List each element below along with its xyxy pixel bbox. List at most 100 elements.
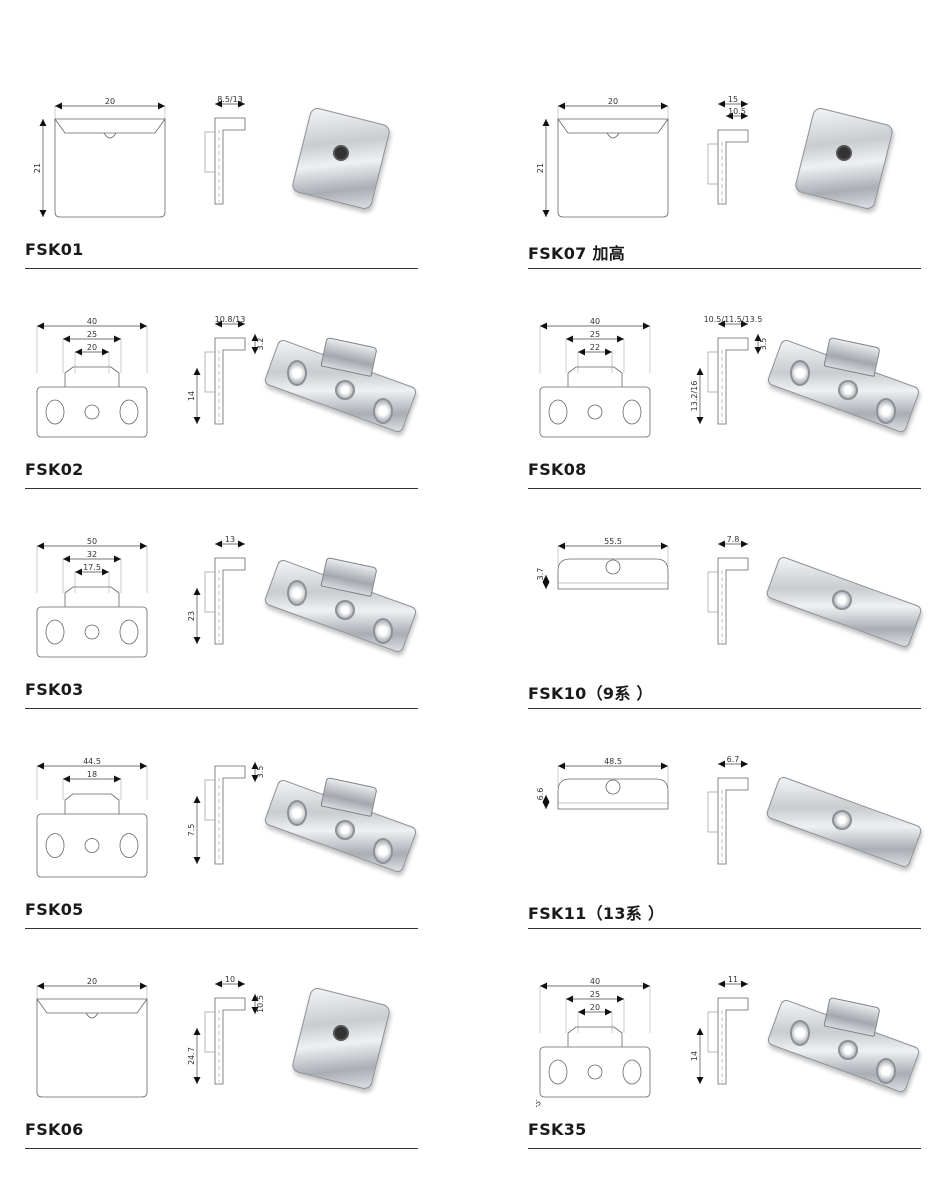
dimension-label: 20 (87, 343, 97, 352)
dimension-label: 6.7 (727, 755, 740, 764)
dimension-label: 55.5 (604, 537, 622, 546)
front-view-drawing: 50 32 17.5 (36, 537, 148, 658)
product-card: 48.5 6.6 6.7 FSK11（13系 ） (528, 752, 923, 942)
dimension-label: 20 (87, 977, 97, 986)
dimension-label: 8.5/13 (217, 95, 243, 104)
dimension-label: 10 (225, 975, 235, 984)
product-card: 40 25 22 10.5/11.5/13.5 13.2/16 3.5 FSK0… (528, 312, 921, 502)
side-view-drawing: 11 14 (690, 975, 749, 1085)
divider (25, 708, 418, 709)
front-view-drawing: 48.5 6.6 (536, 757, 669, 810)
product-code: FSK10（9系 ） (528, 684, 653, 703)
product-photo (263, 320, 418, 450)
side-view-drawing: 8.5/13 (204, 95, 246, 205)
product-photo (766, 320, 921, 450)
dimension-label: 21 (33, 163, 42, 173)
front-view-drawing: 55.5 3.7 (536, 537, 669, 590)
product-code: FSK05 (25, 900, 84, 919)
dimension-label: 22 (590, 343, 600, 352)
product-card: 20 10 24.7 10.5 FSK06 (25, 972, 418, 1162)
product-code: FSK08 (528, 460, 587, 479)
side-view-drawing: 13 23 (187, 535, 246, 645)
dimension-label: 40 (590, 317, 600, 326)
dimension-label: 48.5 (604, 757, 622, 766)
product-card: 20 21 15 10.5 FSK07 加高 (528, 92, 921, 282)
product-card: 40 25 20 Ø5 11 14 FSK35 (528, 972, 921, 1162)
product-photo (766, 980, 921, 1110)
dimension-label: 25 (590, 990, 600, 999)
dimension-label: 44.5 (83, 757, 101, 766)
product-card: 50 32 17.5 13 23 FSK03 (25, 532, 418, 722)
dimension-label: 18 (87, 770, 97, 779)
dimension-label: 17.5 (83, 563, 101, 572)
divider (25, 1148, 418, 1149)
dimension-label: Ø5 (536, 1097, 543, 1107)
front-view-drawing: 40 25 20 (36, 317, 148, 438)
side-view-drawing: 10.5/11.5/13.5 13.2/16 3.5 (690, 315, 768, 425)
divider (25, 928, 418, 929)
product-code: FSK02 (25, 460, 84, 479)
dimension-label: 10.5 (256, 995, 265, 1013)
dimension-label: 25 (87, 330, 97, 339)
divider (25, 268, 418, 269)
dimension-label: 10.8/13 (215, 315, 246, 324)
product-code: FSK01 (25, 240, 84, 259)
divider (528, 268, 921, 269)
product-photo (768, 100, 918, 230)
dimension-label: 20 (608, 97, 618, 106)
dimension-label: 10.5 (728, 107, 746, 116)
product-card: 40 25 20 10.8/13 14 3.2 FSK02 (25, 312, 418, 502)
product-photo (765, 540, 923, 670)
dimension-label: 20 (590, 1003, 600, 1012)
front-view-drawing: 20 (36, 977, 148, 1098)
side-view-drawing: 6.7 (707, 755, 749, 865)
front-view-drawing: 20 21 (33, 97, 166, 218)
dimension-label: 50 (87, 537, 97, 546)
dimension-label: 24.7 (187, 1047, 196, 1065)
product-code: FSK03 (25, 680, 84, 699)
product-photo (263, 760, 418, 890)
dimension-label: 3.5 (759, 338, 768, 351)
dimension-label: 3.5 (256, 766, 265, 779)
product-code: FSK07 加高 (528, 244, 626, 263)
dimension-label: 32 (87, 550, 97, 559)
front-view-drawing: 44.5 18 (36, 757, 148, 878)
side-view-drawing: 10.8/13 14 3.2 (187, 315, 265, 425)
front-view-drawing: 40 25 20 Ø5 (536, 977, 651, 1107)
dimension-label: 3.2 (256, 338, 265, 351)
dimension-label: 15 (728, 95, 738, 104)
product-photo (265, 100, 415, 230)
divider (528, 1148, 921, 1149)
divider (25, 488, 418, 489)
product-card: 44.5 18 7.5 3.5 FSK05 (25, 752, 418, 942)
dimension-label: 7.5 (187, 824, 196, 837)
dimension-label: 6.6 (536, 788, 545, 801)
dimension-label: 7.8 (727, 535, 740, 544)
product-photo (263, 540, 418, 670)
dimension-label: 13.2/16 (690, 381, 699, 412)
front-view-drawing: 20 21 (536, 97, 669, 218)
dimension-label: 13 (225, 535, 235, 544)
dimension-label: 40 (87, 317, 97, 326)
dimension-label: 23 (187, 611, 196, 621)
product-code: FSK06 (25, 1120, 84, 1139)
product-card: 20 21 8.5/13 FSK01 (25, 92, 418, 282)
side-view-drawing: 15 10.5 (707, 95, 749, 205)
front-view-drawing: 40 25 22 (539, 317, 651, 438)
dimension-label: 14 (690, 1051, 699, 1061)
product-photo (265, 980, 415, 1110)
dimension-label: 21 (536, 163, 545, 173)
dimension-label: 25 (590, 330, 600, 339)
dimension-label: 20 (105, 97, 115, 106)
side-view-drawing: 10 24.7 10.5 (187, 975, 265, 1085)
product-code: FSK11（13系 ） (528, 904, 665, 923)
divider (528, 708, 921, 709)
dimension-label: 3.7 (536, 568, 545, 581)
dimension-label: 10.5/11.5/13.5 (704, 315, 763, 324)
side-view-drawing: 7.5 3.5 (187, 762, 265, 865)
product-card: 55.5 3.7 7.8 FSK10（9系 ） (528, 532, 923, 722)
divider (528, 488, 921, 489)
side-view-drawing: 7.8 (707, 535, 749, 645)
dimension-label: 40 (590, 977, 600, 986)
product-photo (765, 760, 923, 890)
